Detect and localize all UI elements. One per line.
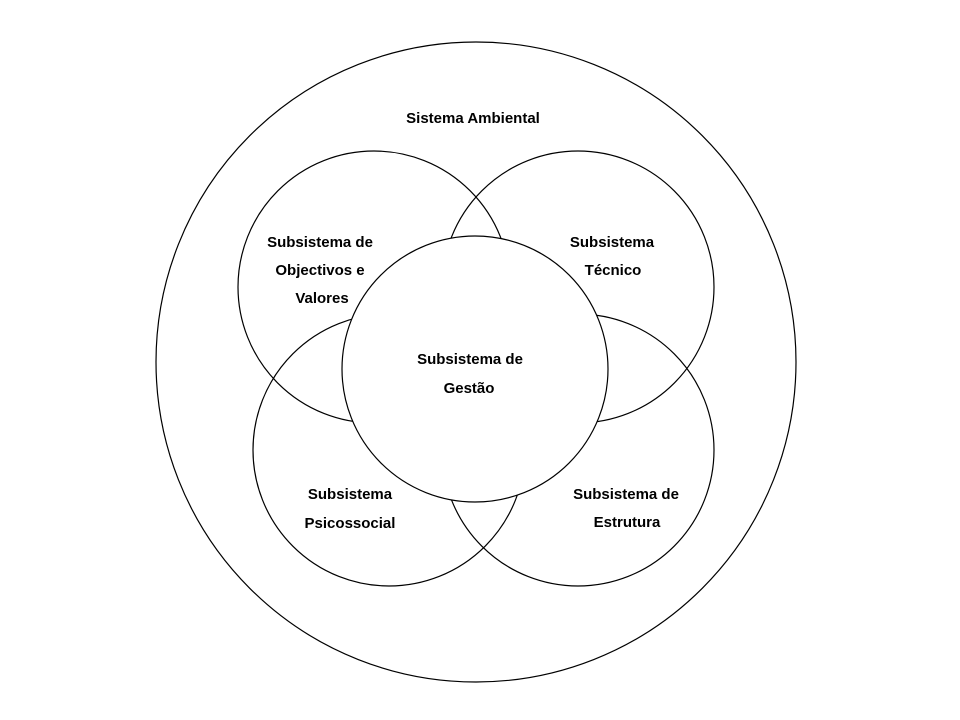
label-objectives-line1: Subsistema de	[267, 234, 373, 251]
label-management-line2: Gestão	[444, 380, 495, 397]
label-management: Subsistema de Gestão	[417, 351, 523, 397]
label-technical-line1: Subsistema	[570, 234, 655, 251]
label-structure: Subsistema de Estrutura	[573, 486, 679, 531]
circle-management	[341, 235, 609, 503]
label-structure-line1: Subsistema de	[573, 486, 679, 503]
label-psychosocial-line2: Psicossocial	[305, 515, 396, 532]
label-objectives-line3: Valores	[295, 290, 348, 307]
outer-circle-environment	[155, 41, 797, 683]
label-environment-system: Sistema Ambiental	[406, 110, 540, 127]
label-objectives-values: Subsistema de Objectivos e Valores	[267, 234, 373, 307]
label-management-line1: Subsistema de	[417, 351, 523, 368]
label-psychosocial: Subsistema Psicossocial	[305, 486, 396, 532]
label-objectives-line2: Objectivos e	[275, 262, 364, 279]
label-structure-line2: Estrutura	[594, 514, 661, 531]
label-technical: Subsistema Técnico	[570, 234, 655, 279]
label-psychosocial-line1: Subsistema	[308, 486, 393, 503]
label-technical-line2: Técnico	[585, 262, 642, 279]
